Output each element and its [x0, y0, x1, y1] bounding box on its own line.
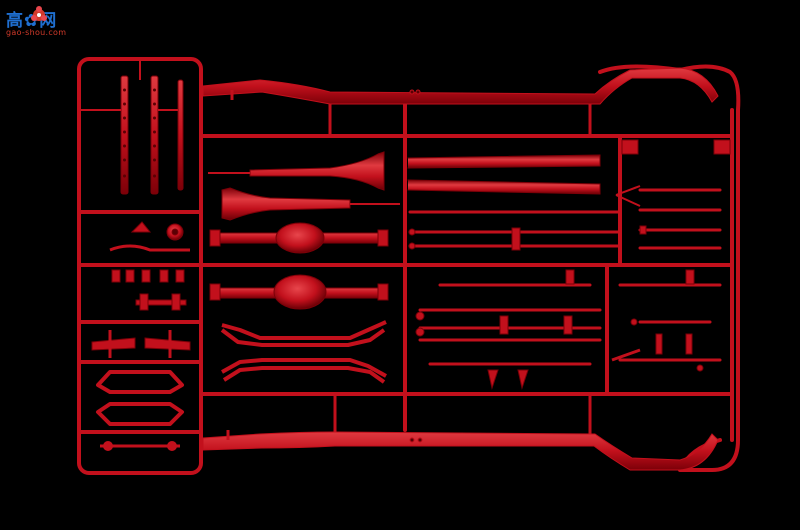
- small-parts-left: [91, 221, 191, 358]
- axle-beams: [220, 320, 387, 384]
- sprue-runner-frame: [77, 57, 741, 475]
- axle-tubes: [208, 151, 400, 221]
- frame-rail-bottom: [202, 394, 719, 471]
- crossmember-cradles: [96, 370, 184, 451]
- differential-housings: [209, 222, 389, 310]
- watermark-url: gao-shou.com: [6, 28, 67, 37]
- small-fittings-right: [408, 139, 731, 390]
- ladder-side-plates: [79, 59, 184, 195]
- flower-emblem-icon: [31, 6, 47, 21]
- frame-rail-top: [202, 67, 719, 136]
- runner-right-loop: [598, 64, 741, 472]
